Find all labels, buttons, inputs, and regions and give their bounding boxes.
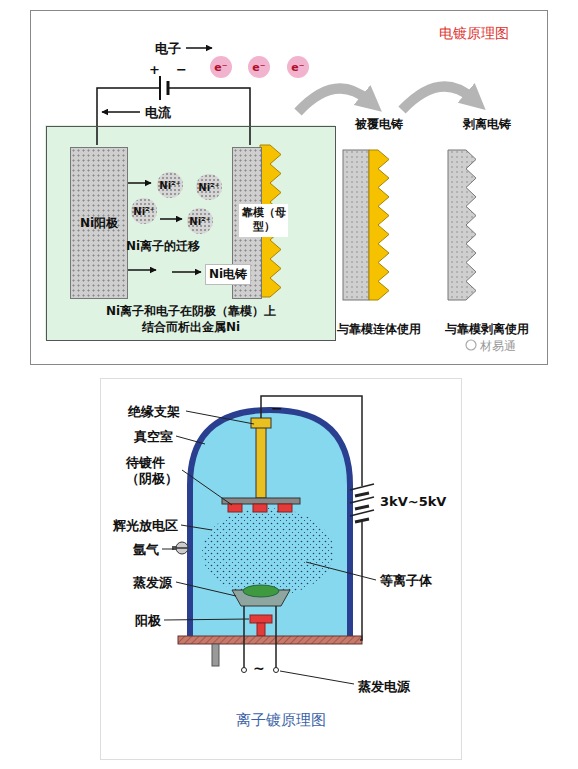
process-arrow (298, 88, 368, 112)
terminal (242, 668, 247, 673)
glow-region (202, 508, 334, 596)
workpiece (253, 504, 267, 512)
ion-circle: Ni²⁺ (131, 198, 157, 224)
panel-frame: 电镀原理图Ni离子和电子在阴极（靠模）上结合而析出金属NiNi阳极靠模（母型）N… (30, 10, 548, 365)
label: ~ (253, 660, 265, 676)
migration-arrow (128, 269, 156, 271)
label: 蒸发电源 (358, 678, 410, 696)
label: 阳极 (135, 612, 161, 630)
wire (97, 88, 250, 145)
label: 3kV~5kV (380, 494, 446, 509)
node-text: 靠模（母型） (239, 204, 288, 237)
node-text: Ni²⁺ (189, 216, 210, 227)
ion-circle: Ni²⁺ (187, 208, 213, 234)
label: + (149, 62, 160, 77)
result-panel: 剥离电铸与靠模剥离使用 (435, 116, 539, 338)
workpiece (228, 504, 242, 512)
nickel-layer (369, 150, 389, 300)
process-arrow (402, 86, 472, 110)
hv-battery (350, 484, 374, 522)
label: 电子 (155, 40, 181, 58)
anode-plate: Ni阳极 (70, 147, 128, 299)
current-arrow (102, 111, 140, 113)
electron-circle: e⁻ (248, 56, 270, 78)
insulating-support (251, 418, 271, 428)
label: − (176, 62, 187, 77)
node-text: e⁻ (214, 61, 227, 74)
result-panel: 被覆电铸与靠模连体使用 (329, 116, 429, 338)
wire (261, 396, 362, 640)
ion-circle: Ni²⁺ (157, 172, 183, 198)
terminal (274, 668, 279, 673)
label: Ni电铸 (205, 264, 251, 285)
leader-line (162, 411, 376, 684)
workpiece (278, 504, 292, 512)
vacuum-chamber (190, 410, 350, 640)
node-text: e⁻ (291, 61, 304, 74)
node-text: 被覆电铸 (355, 116, 403, 133)
label: − (271, 400, 283, 416)
anode (250, 615, 272, 623)
insulating-support (256, 426, 266, 498)
electron-circle: e⁻ (287, 56, 309, 78)
electron-arrow (186, 47, 212, 49)
evaporant (243, 585, 279, 597)
valve (176, 547, 188, 549)
label: 待镀件（阴极） (126, 455, 182, 486)
label: 等离子体 (380, 572, 432, 590)
label: 蒸发源 (133, 574, 172, 592)
node-text: 电镀原理图 (439, 25, 509, 43)
nickel-shell (448, 150, 476, 300)
label: 氩气 (133, 541, 159, 559)
label: 绝缘支架 (128, 403, 180, 421)
label: 辉光放电区 (113, 517, 178, 535)
electron-circle: e⁻ (210, 56, 232, 78)
node-text: 与靠模剥离使用 (445, 321, 529, 338)
ion-circle: Ni²⁺ (196, 174, 222, 200)
electrolyte (45, 125, 335, 340)
pump-pipe (212, 644, 219, 666)
holder (222, 498, 300, 504)
migration-arrow (128, 182, 151, 184)
node-text: Ni²⁺ (198, 182, 219, 193)
label: Ni离子的迁移 (126, 238, 200, 255)
node-text: e⁻ (252, 61, 265, 74)
node-text: 与靠模连体使用 (337, 321, 421, 338)
battery-plate (159, 76, 161, 100)
node-text: Ni阳极 (80, 215, 118, 232)
battery-plate (167, 81, 170, 95)
migration-arrow (160, 218, 182, 220)
wire (244, 606, 276, 668)
node-text: Ni离子和电子在阴极（靠模）上结合而析出金属Ni (103, 303, 279, 335)
node-text: Ni²⁺ (159, 180, 180, 191)
node-text: Ni²⁺ (133, 206, 154, 217)
node-text: 剥离电铸 (463, 116, 511, 133)
mold-plate (343, 150, 369, 300)
base-plate (178, 636, 362, 644)
anode (257, 623, 265, 636)
label: 真空室 (134, 428, 173, 446)
label: 材易通 (480, 338, 516, 355)
node-text: 离子镀原理图 (101, 711, 461, 730)
migration-arrow (172, 271, 201, 273)
watermark-icon (466, 340, 476, 350)
valve (176, 542, 188, 554)
plating-tank: Ni离子和电子在阴极（靠模）上结合而析出金属Ni Ni阳极 靠模（母型） Ni²⁺ Ni… (46, 126, 336, 341)
label: 电流 (145, 104, 171, 122)
